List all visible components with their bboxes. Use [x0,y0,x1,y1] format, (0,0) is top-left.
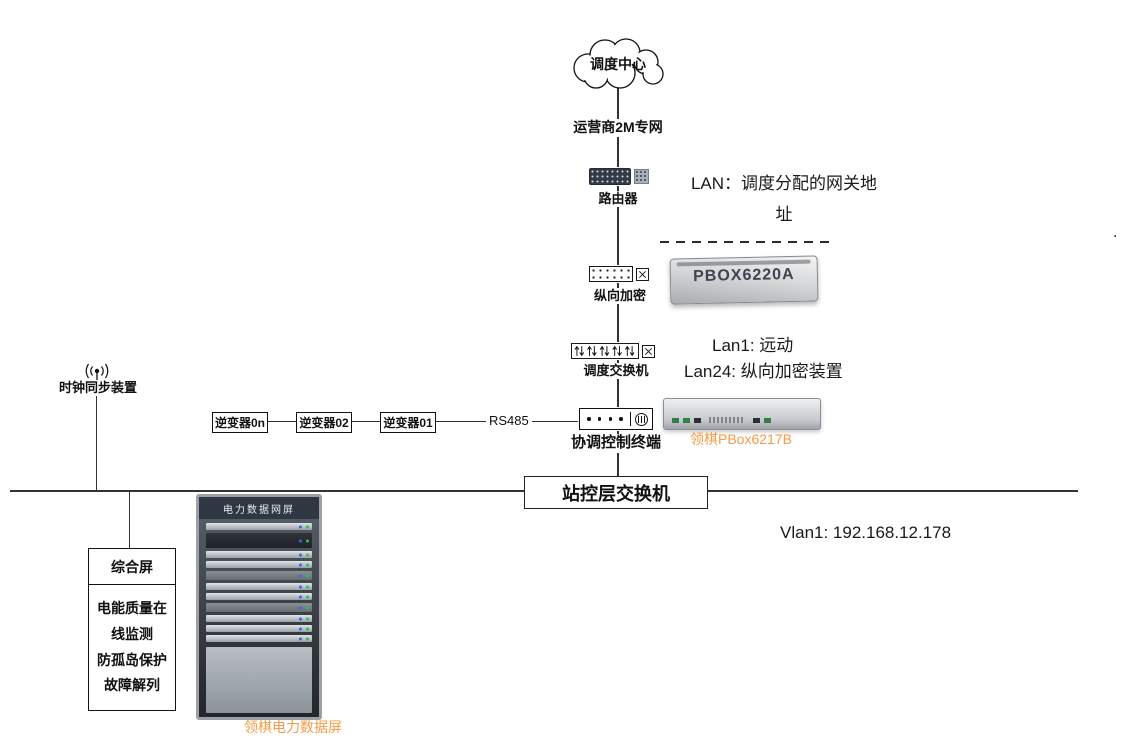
vlan-note: Vlan1: 192.168.12.178 [780,523,952,542]
terminal-dots [580,417,630,421]
inverter-box-02: 逆变器02 [296,412,352,433]
rack-unit [206,593,312,600]
panel-drop-line [129,491,131,549]
router-module [634,169,649,184]
encryption-body [589,266,633,282]
panel-box: 综合屏 [88,548,176,585]
pbox6220a-device: PBOX6220A [669,255,819,305]
pbox6217b-device [663,398,821,430]
router-body [589,168,631,185]
rack-unit [206,551,312,558]
rack-unit [206,635,312,642]
terminal-icon [578,407,654,431]
pbox6220a-label: PBOX6220A [692,265,795,286]
terminal-label: 协调控制终端 [563,434,669,453]
functions-text: 电能质量在 线监测 防孤岛保护 故障解列 [97,599,167,694]
lan1-note: Lan1: 远动 [712,336,794,355]
lan24-note: Lan24: 纵向加密装置 [684,362,843,381]
dashed-separator [660,241,832,243]
rack-unit [206,625,312,632]
dark-port [694,418,701,423]
rack-blank-panel [206,647,312,713]
rack-body [199,519,319,717]
dot [597,417,602,421]
inverter-box-01: 逆变器01 [380,412,436,433]
lan-gateway-note: LAN：调度分配的网关地 址 [690,174,878,225]
crossed-box-icon [642,344,655,358]
green-port [683,418,690,423]
dot [608,417,613,421]
switch-arrows-icon [574,345,635,357]
pbox6217b-caption: 领棋PBox6217B [690,431,792,447]
divider [630,412,631,426]
rack-unit-screen [206,533,312,548]
rack-unit [206,603,312,612]
dark-port [753,418,760,423]
stray-dot: . [1113,224,1118,241]
rack-unit [206,583,312,590]
green-port [764,418,771,423]
green-port [672,418,679,423]
inverter-box-0n: 逆变器0n [212,412,268,433]
rs485-label: RS485 [486,413,532,428]
rack-unit [206,571,312,580]
rack-caption: 领棋电力数据屏 [244,719,342,735]
station-switch-box: 站控层交换机 [524,476,708,509]
rack-unit [206,523,312,530]
switch-body [571,343,639,359]
wan-link-label: 运营商2M专网 [558,119,678,137]
dispatch-switch-icon [570,342,656,360]
cloud-shape [573,38,664,89]
vent-grille [709,417,745,423]
encryption-icon [588,265,650,283]
dot [619,417,623,421]
dot [587,417,591,421]
port-circle-icon [635,412,648,426]
router-icon [588,167,650,186]
clock-drop-line [96,390,98,491]
rack-title: 电力数据网屏 [199,497,319,519]
dispatch-switch-label: 调度交换机 [568,363,664,380]
crossed-box-icon [636,267,649,281]
router-label: 路由器 [586,191,650,208]
functions-box: 电能质量在 线监测 防孤岛保护 故障解列 [88,584,176,711]
rack-photo: 电力数据网屏 [196,494,322,720]
terminal-body [579,408,653,430]
rack-unit [206,561,312,568]
encryption-label: 纵向加密 [584,288,656,305]
cloud-label: 调度中心 [590,56,646,72]
clock-label: 时钟同步装置 [55,380,141,397]
antenna-icon [85,363,109,391]
rack-unit [206,615,312,622]
station-switch-label: 站控层交换机 [562,483,670,504]
